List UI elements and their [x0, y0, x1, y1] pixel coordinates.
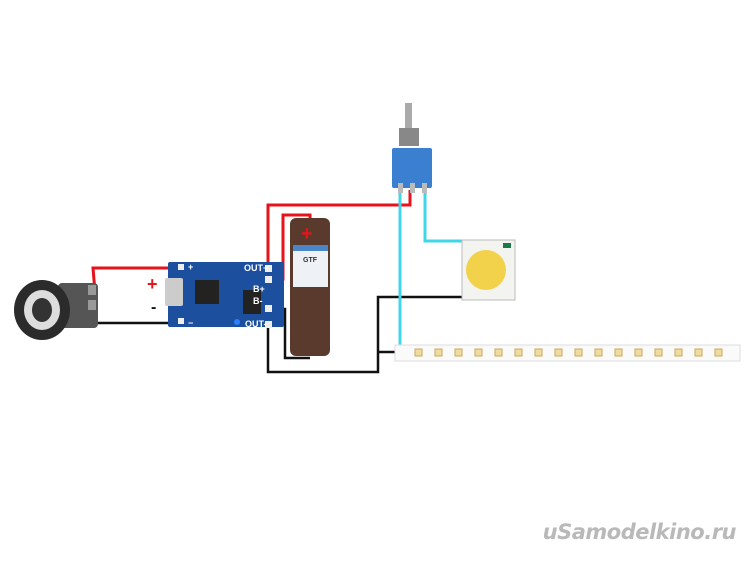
led-chip [434, 348, 443, 357]
led-chip [454, 348, 463, 357]
input-plus-label: + [147, 274, 158, 294]
led-chip [514, 348, 523, 357]
out-plus-label: OUT+ [244, 263, 268, 273]
cob-led [461, 239, 516, 301]
watermark: uSamodelkino.ru [542, 520, 737, 544]
18650-battery: GTF + [290, 218, 330, 356]
led-chip [674, 348, 683, 357]
micro-usb-port [165, 278, 183, 306]
led-chip [574, 348, 583, 357]
led-chip [534, 348, 543, 357]
out-minus-label: OUT- [245, 319, 267, 329]
led-chip [714, 348, 723, 357]
led-chip [614, 348, 623, 357]
led-chip [694, 348, 703, 357]
led-chip [474, 348, 483, 357]
input-minus-label: - [151, 299, 156, 316]
battery-plus-mark: + [301, 223, 313, 245]
cyan-wires [398, 190, 462, 350]
led-strip [394, 344, 741, 362]
led-chip [494, 348, 503, 357]
dc-jack [14, 280, 98, 340]
tp4056-charger-board: + − OUT+ B+ B- OUT- [165, 262, 284, 329]
b-minus-label: B- [253, 296, 263, 306]
pin-minus-label: − [188, 318, 193, 328]
led-chip [414, 348, 423, 357]
led-chip [554, 348, 563, 357]
b-plus-label: B+ [253, 284, 265, 294]
led-chip [634, 348, 643, 357]
pin-plus-label: + [188, 262, 193, 272]
toggle-switch [392, 103, 432, 193]
led-chip [594, 348, 603, 357]
led-chip [654, 348, 663, 357]
battery-label: GTF [303, 257, 318, 264]
